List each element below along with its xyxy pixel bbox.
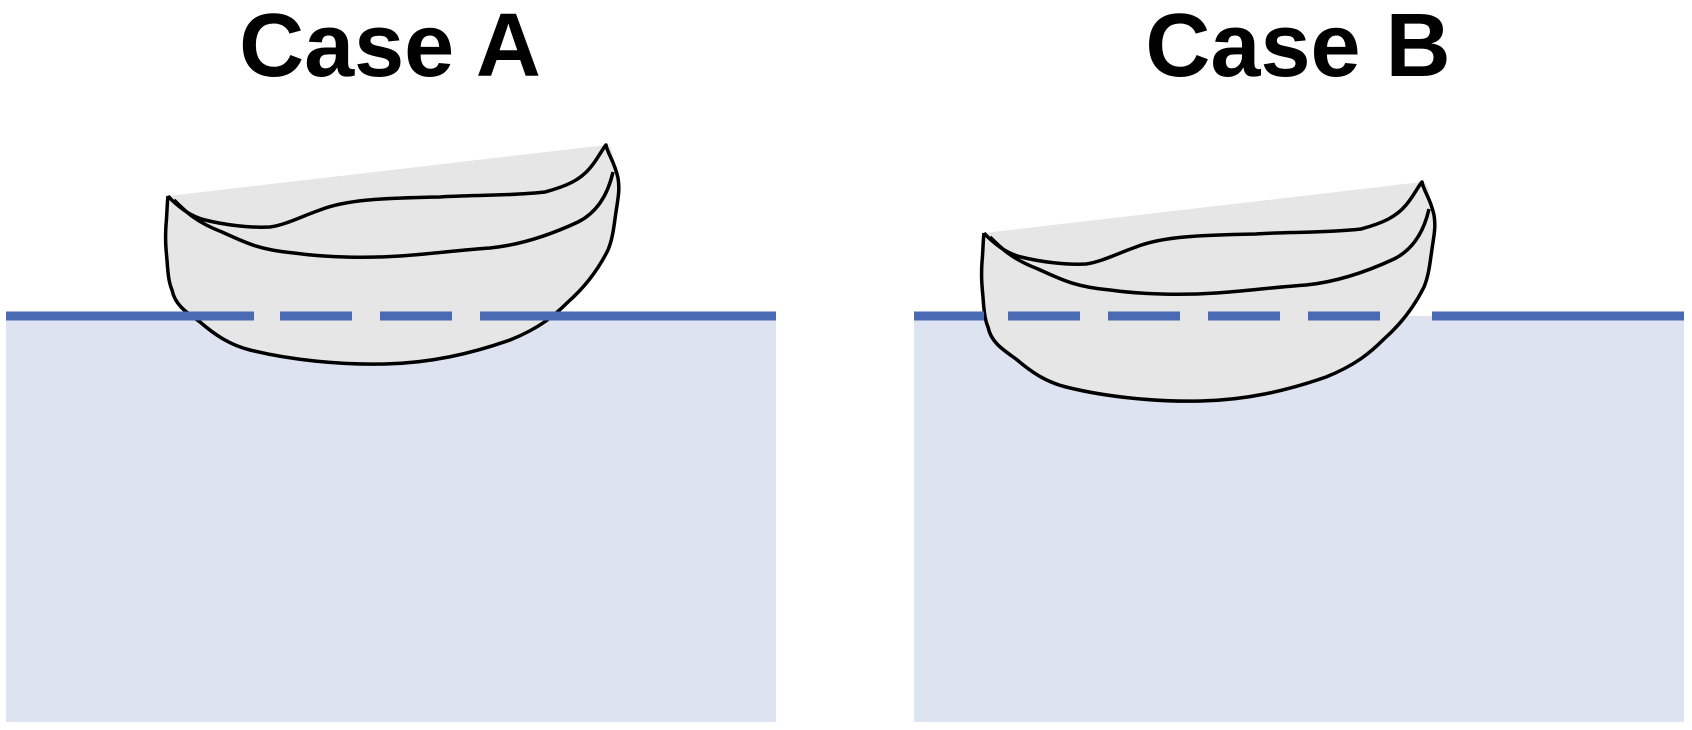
boat-outline [163,143,621,366]
boat-inner-edge [988,208,1431,296]
water-body [6,316,776,722]
case-a-scene [6,143,776,722]
case-b-scene [914,180,1684,722]
boat-inner-edge [172,171,615,259]
case-a-panel: Case A [0,0,780,730]
boat-outline [979,180,1437,403]
case-b-title: Case B [1145,0,1451,96]
case-a-title: Case A [239,0,541,96]
case-b-panel: Case B [908,0,1688,730]
boat-hull [165,144,619,365]
boat-hull [981,181,1435,402]
